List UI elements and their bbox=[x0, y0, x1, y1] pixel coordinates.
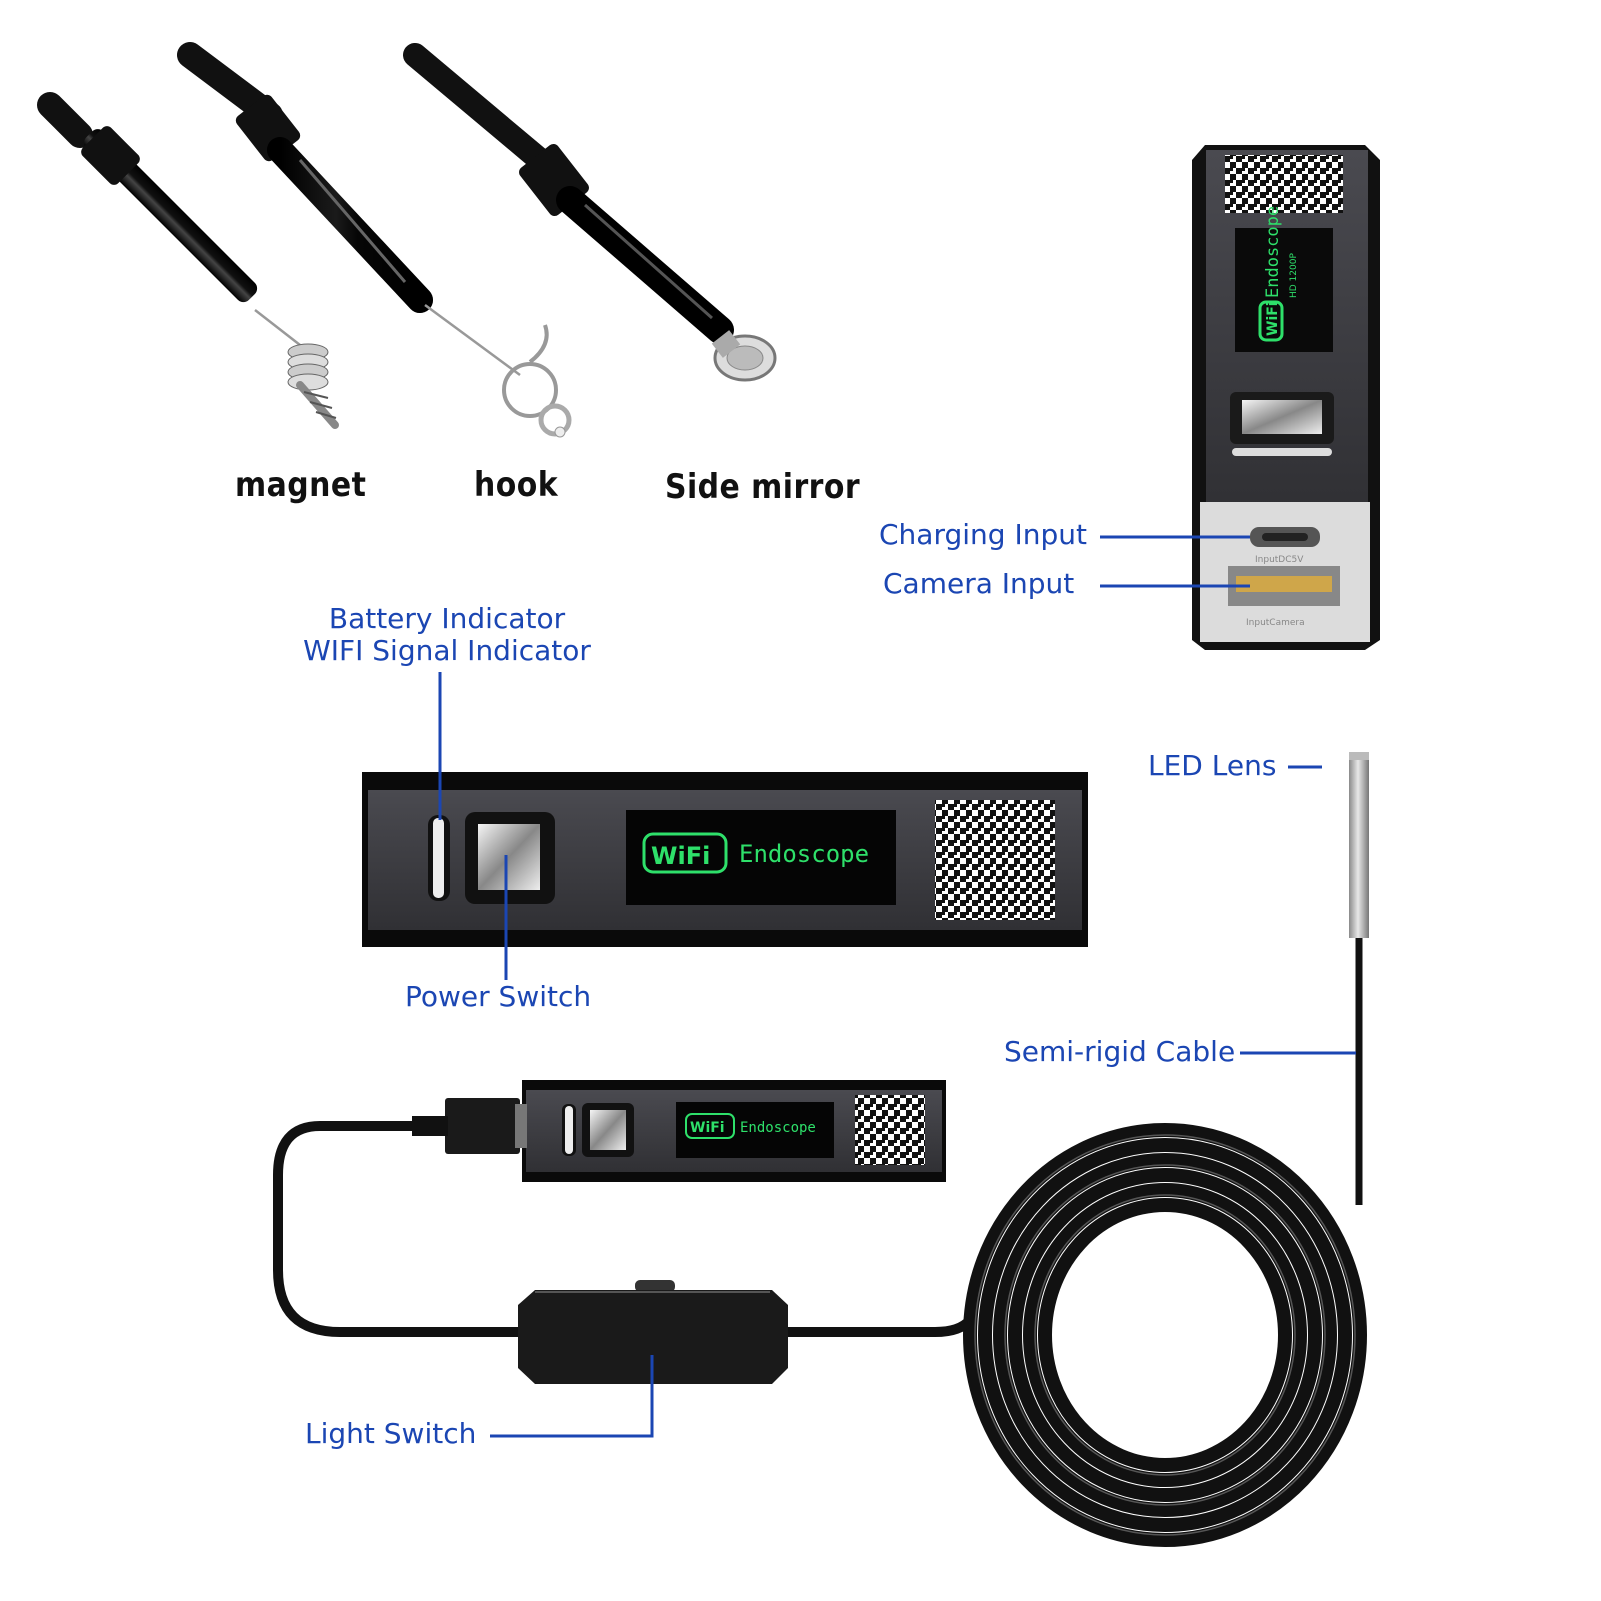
power-switch-upright bbox=[1242, 400, 1322, 434]
hook-label: hook bbox=[474, 465, 559, 505]
qr-code-large bbox=[935, 800, 1055, 920]
cable-coil bbox=[963, 1123, 1367, 1547]
svg-text:Endoscope: Endoscope bbox=[740, 1120, 816, 1136]
svg-text:WiFi: WiFi bbox=[690, 1120, 725, 1136]
power-switch-button bbox=[478, 824, 540, 890]
svg-text:HD 1200P: HD 1200P bbox=[1289, 253, 1299, 298]
svg-text:WiFi: WiFi bbox=[1265, 301, 1281, 336]
qr-code-upright bbox=[1225, 155, 1343, 213]
light-switch-label: Light Switch bbox=[305, 1417, 477, 1450]
usb-plug bbox=[412, 1098, 527, 1154]
device-upright: WiFi Endoscope HD 1200P InputDC5V InputC… bbox=[1192, 145, 1380, 650]
camera-input-label: Camera Input bbox=[883, 567, 1075, 600]
svg-text:InputCamera: InputCamera bbox=[1246, 618, 1305, 628]
led-probe bbox=[1349, 752, 1369, 1205]
wifi-signal-indicator-label: WIFI Signal Indicator bbox=[303, 634, 591, 667]
semi-rigid-cable-label: Semi-rigid Cable bbox=[1004, 1035, 1236, 1068]
device-horizontal-large: WiFi Endoscope bbox=[362, 772, 1088, 947]
usb-cable bbox=[273, 1121, 520, 1337]
device-horizontal-small: WiFi Endoscope bbox=[522, 1080, 946, 1182]
charging-input-label: Charging Input bbox=[879, 518, 1087, 551]
side-mirror-tip bbox=[711, 330, 777, 382]
magnet-tip bbox=[287, 343, 339, 429]
svg-text:InputDC5V: InputDC5V bbox=[1255, 555, 1304, 565]
battery-indicator-label: Battery Indicator bbox=[328, 602, 566, 635]
light-switch-leader bbox=[490, 1355, 654, 1438]
led-lens-label: LED Lens bbox=[1148, 749, 1277, 782]
svg-text:Endoscope: Endoscope bbox=[739, 840, 869, 868]
power-switch-label: Power Switch bbox=[405, 980, 592, 1013]
screen-large bbox=[626, 810, 896, 905]
attachment-hook-probe bbox=[177, 42, 572, 438]
svg-text:Endoscope: Endoscope bbox=[1263, 206, 1283, 298]
hook-tip bbox=[502, 324, 572, 438]
attachment-side-mirror-probe bbox=[403, 43, 777, 382]
attachment-magnet-probe bbox=[37, 92, 339, 429]
svg-text:WiFi: WiFi bbox=[651, 842, 710, 870]
light-switch bbox=[518, 1280, 788, 1384]
screen-upright bbox=[1235, 228, 1333, 352]
magnet-label: magnet bbox=[235, 465, 367, 505]
side-mirror-label: Side mirror bbox=[665, 467, 861, 507]
led-lens-tube bbox=[1349, 752, 1369, 938]
